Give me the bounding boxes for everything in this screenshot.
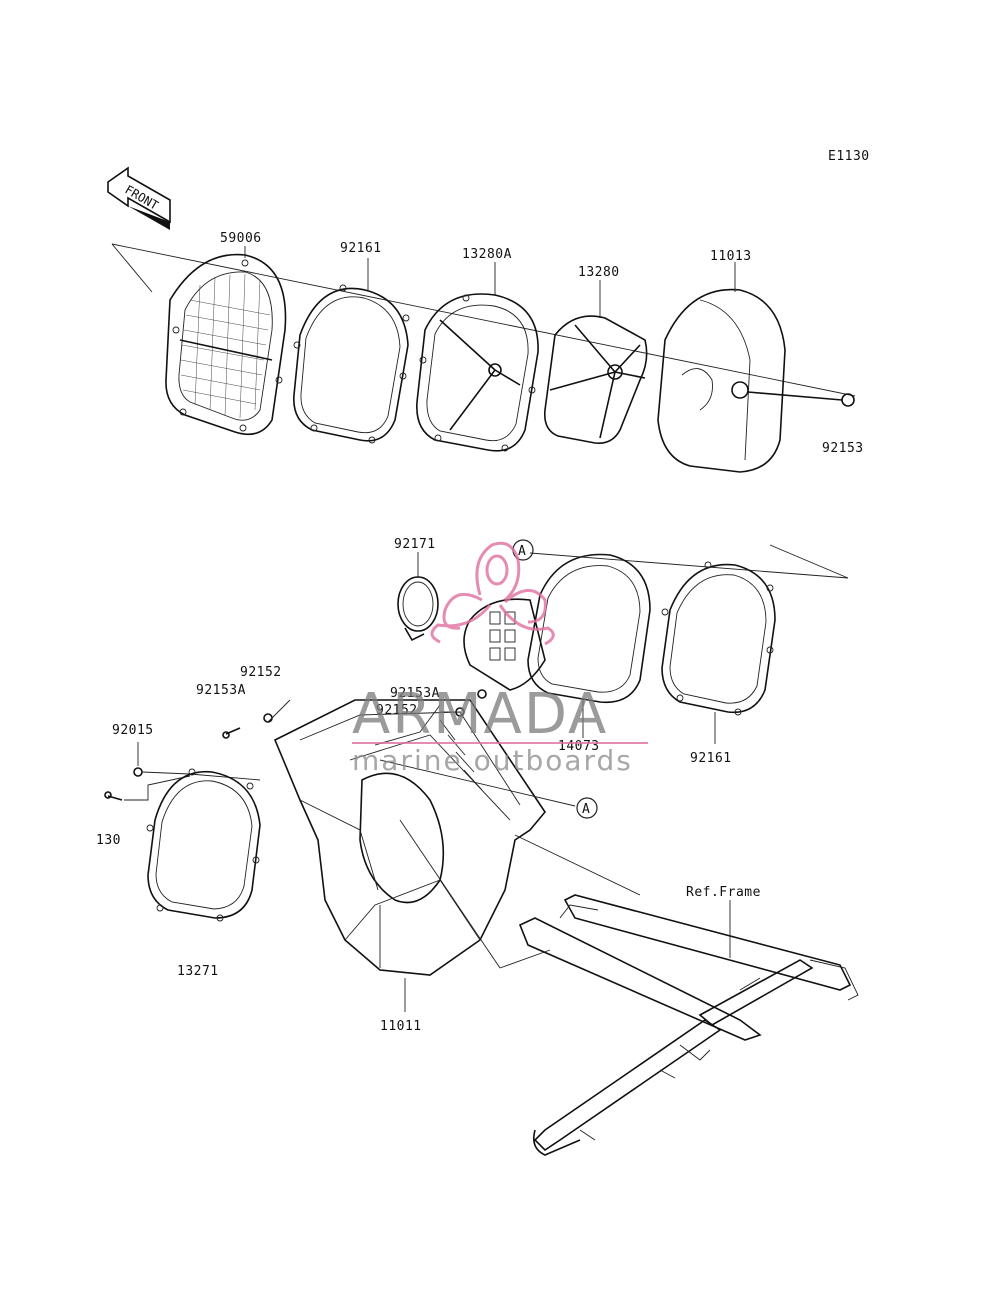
leader-callout-a-bottom [379, 759, 576, 807]
front-arrow-icon: FRONT [107, 166, 171, 230]
label-13271: 13271 [177, 964, 219, 979]
part-92161-gasket-mid [661, 561, 776, 716]
label-92153A-b: 92153A [390, 686, 440, 701]
label-92153: 92153 [822, 441, 864, 456]
label-92015: 92015 [112, 723, 154, 738]
label-11013: 11013 [710, 249, 752, 264]
part-13271-gasket [146, 768, 261, 922]
label-11011: 11011 [380, 1019, 422, 1034]
armada-watermark: ARMADA marine outboards [352, 541, 648, 777]
label-92161-mid: 92161 [690, 751, 732, 766]
label-ref-frame: Ref.Frame [686, 885, 761, 900]
part-11013-cover [657, 288, 855, 473]
label-59006: 59006 [220, 231, 262, 246]
label-92161-top: 92161 [340, 241, 382, 256]
axis-end-tick [111, 243, 153, 293]
assembly-axis-top [111, 243, 856, 397]
part-59006-screen [165, 253, 287, 436]
part-92161-gasket [293, 284, 410, 444]
label-92152-a: 92152 [240, 665, 282, 680]
axis-end-tick-mid [769, 544, 849, 579]
label-13280: 13280 [578, 265, 620, 280]
part-13280A-frame [416, 293, 539, 452]
part-13280-cage [543, 315, 648, 445]
callout-a-bottom [576, 797, 598, 819]
callout-a-top-label: A [518, 544, 526, 559]
frame-leaders [399, 819, 641, 969]
label-92153A-a: 92153A [196, 683, 246, 698]
watermark-tagline: marine outboards [352, 744, 633, 777]
label-130: 130 [96, 833, 121, 848]
part-14073-duct [463, 553, 651, 704]
diagram-code: E1130 [828, 149, 870, 164]
ref-frame [518, 894, 859, 1156]
label-13280A: 13280A [462, 247, 512, 262]
label-92171: 92171 [394, 537, 436, 552]
watermark-brand: ARMADA [352, 682, 608, 747]
assembly-axis-mid [529, 552, 849, 579]
callout-a-bottom-label: A [582, 802, 590, 817]
octopus-logo-icon [430, 541, 555, 646]
